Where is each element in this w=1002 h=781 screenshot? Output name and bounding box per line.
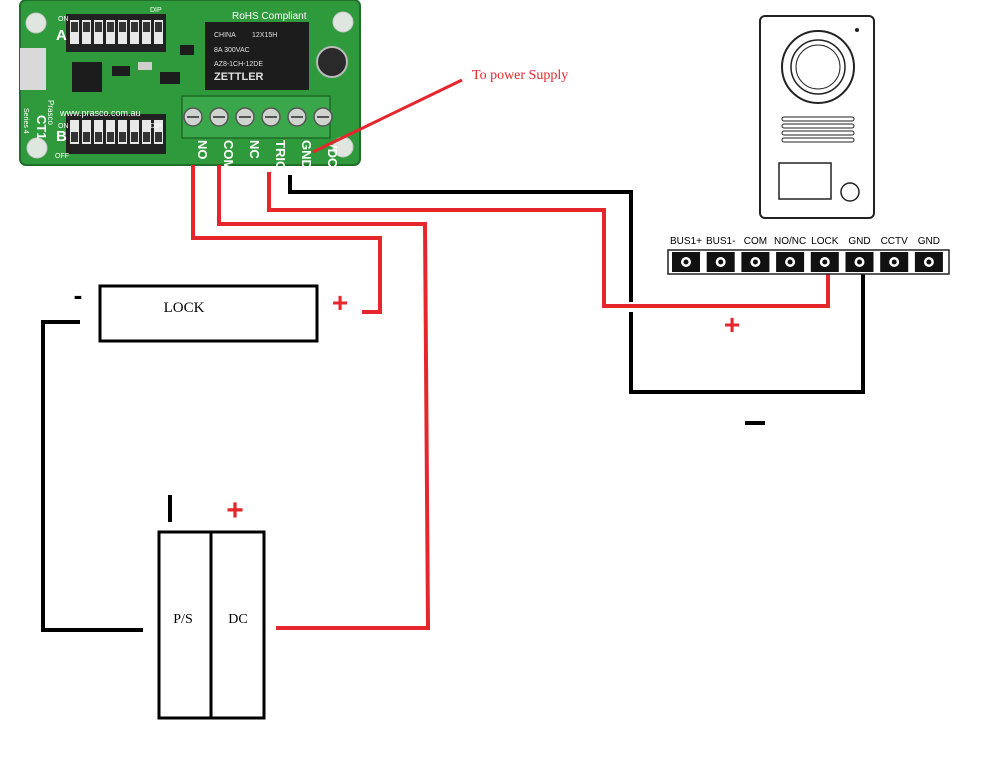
relay-terminal-label-vdc: VDC xyxy=(325,140,340,168)
wire-no-to-lock xyxy=(191,165,382,314)
wires xyxy=(41,165,865,632)
intercom-terminal-strip: BUS1+ BUS1- COM NO/NC LOCK GND CCTV GND xyxy=(667,236,950,275)
ic-chip xyxy=(72,62,102,92)
relay-board: A B ON DIP OFF ON DIP www.prasco.com.au … xyxy=(19,0,361,171)
intercom-terminal-label: GND xyxy=(848,236,870,247)
psu-plus-sign: + xyxy=(226,494,244,527)
psu-positive-cell xyxy=(209,530,266,720)
relay-model: AZ8-1CH-12DE xyxy=(214,61,263,68)
intercom-terminal-label: CCTV xyxy=(881,236,909,247)
intercom-terminal-label: BUS1+ xyxy=(670,236,702,247)
website-label: www.prasco.com.au xyxy=(59,108,141,118)
capacitor xyxy=(316,46,348,78)
relay-terminal-label-nc: NC xyxy=(247,140,262,159)
psu-right-label: DC xyxy=(228,612,247,627)
lock-box xyxy=(98,284,319,343)
dip-b-label: B xyxy=(56,128,67,145)
brand-label: Prasco xyxy=(46,100,55,125)
power-supply-unit: P/S DC + xyxy=(157,494,266,720)
relay-terminal-label-gnd: GND xyxy=(299,140,314,169)
wire-trig-to-intercom-lock xyxy=(267,172,830,308)
lock-device: LOCK - + xyxy=(74,280,348,343)
dip-b-on-label: ON xyxy=(58,123,69,130)
model-label: CT1 xyxy=(34,115,49,140)
relay-rating: 8A 300VAC xyxy=(214,47,250,54)
call-button-icon xyxy=(840,182,860,202)
relay-origin: CHINA xyxy=(214,32,236,39)
wire-com-to-dc xyxy=(217,165,431,630)
lock-plus-sign: + xyxy=(332,287,348,318)
relay-terminal-label-com: COM xyxy=(221,140,236,170)
wire-gnd-to-intercom-gnd xyxy=(288,175,865,394)
dip-a-text: DIP xyxy=(150,7,162,14)
power-supply-annotation: To power Supply xyxy=(472,68,568,83)
speaker-grille-icon xyxy=(781,116,855,143)
relay-component: 12X15H CHINA 8A 300VAC AZ8-1CH-12DE ZETT… xyxy=(205,22,309,90)
intercom-terminal-label: LOCK xyxy=(811,236,839,247)
dip-a-label: A xyxy=(56,27,67,44)
relay-brand: ZETTLER xyxy=(214,71,264,83)
dip-b-text: DIP xyxy=(150,123,162,130)
intercom-door-station xyxy=(759,15,875,219)
rohs-label: RoHS Compliant xyxy=(232,11,307,22)
relay-terminal-label-trig: TRIG xyxy=(273,140,288,171)
lock-label: LOCK xyxy=(164,300,205,316)
intercom-plus-sign: + xyxy=(724,309,740,340)
intercom-terminal-label: GND xyxy=(918,236,940,247)
lock-minus-sign: - xyxy=(74,280,83,310)
name-plate xyxy=(778,162,832,200)
intercom-terminal-label: BUS1- xyxy=(706,236,735,247)
relay-terminal-label-no: NO xyxy=(195,140,210,160)
series-label: Series 4 xyxy=(22,108,29,134)
relay-code: 12X15H xyxy=(252,32,277,39)
power-supply-pointer xyxy=(312,78,463,154)
terminal-block xyxy=(181,95,333,139)
dip-a-on-label: ON xyxy=(58,16,69,23)
dip-switch-b xyxy=(66,114,166,154)
dip-switch-a xyxy=(66,14,166,52)
dip-b-off-label: OFF xyxy=(55,153,69,160)
psu-left-label: P/S xyxy=(173,612,192,627)
intercom-terminal-label: COM xyxy=(744,236,767,247)
wire-lock-to-psu-negative xyxy=(41,320,143,632)
intercom-terminal-label: NO/NC xyxy=(774,236,806,247)
